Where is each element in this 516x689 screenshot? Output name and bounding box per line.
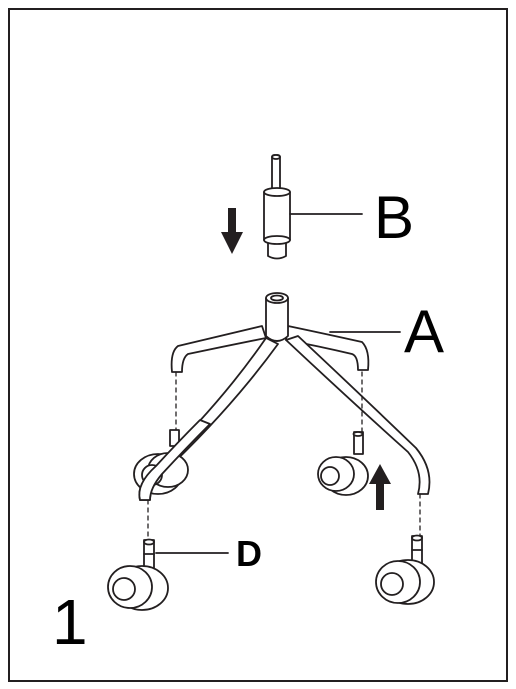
part-label-a: A xyxy=(404,298,445,365)
base-arm-front-left-overlay xyxy=(138,419,211,501)
caster-loose-right xyxy=(375,534,435,605)
gas-lift-cylinder xyxy=(263,154,291,260)
alignment-lines xyxy=(147,371,421,543)
part-label-b: B xyxy=(374,184,415,251)
part-label-d: D xyxy=(236,533,262,574)
down-arrow-icon xyxy=(221,208,243,254)
caster-loose-left xyxy=(107,538,169,611)
caster-installing-right xyxy=(317,431,369,496)
diagram-border xyxy=(8,8,508,682)
up-arrow-icon xyxy=(369,464,391,510)
step-number: 1 xyxy=(52,586,88,658)
